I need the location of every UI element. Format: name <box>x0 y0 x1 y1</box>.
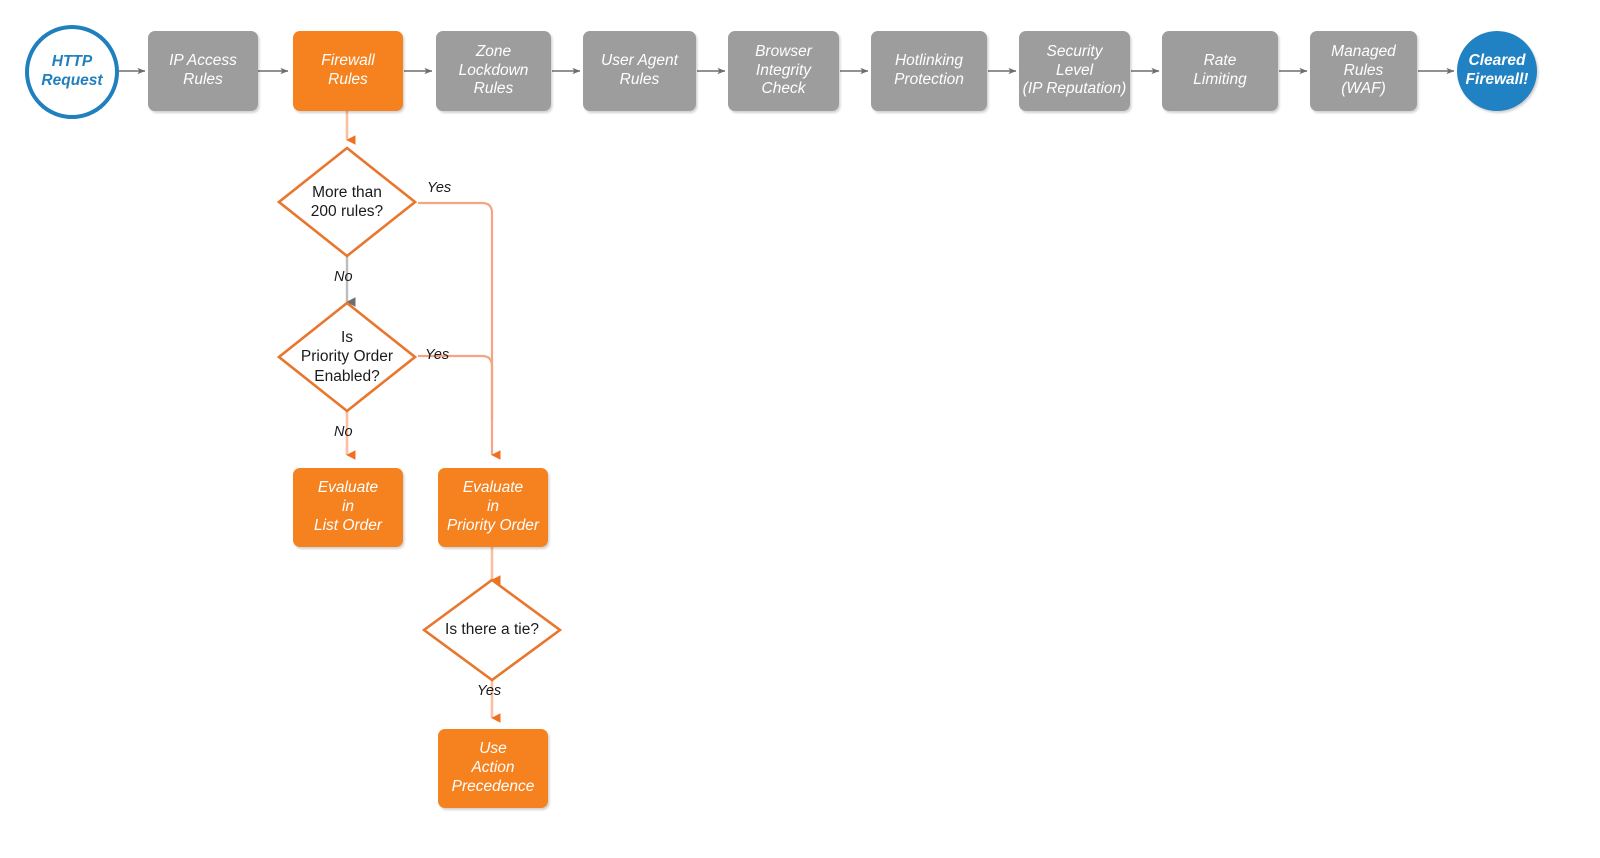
node-label: IP Access Rules <box>169 52 237 88</box>
node-managed-rules-waf[interactable]: Managed Rules (WAF) <box>1310 31 1417 111</box>
edge-label-decision1-no: No <box>334 269 353 285</box>
node-rate-limiting[interactable]: Rate Limiting <box>1162 31 1278 111</box>
node-http-request[interactable]: HTTP Request <box>25 25 119 119</box>
diamond-shape <box>277 301 417 413</box>
node-label: User Agent Rules <box>601 52 678 88</box>
node-label: Use Action Precedence <box>451 740 535 795</box>
edge-label-decision2-no: No <box>334 424 353 440</box>
node-label: Firewall Rules <box>321 52 375 88</box>
edge-decision2-yes <box>418 354 494 420</box>
node-security-level[interactable]: Security Level (IP Reputation) <box>1019 31 1130 111</box>
node-hotlinking-protection[interactable]: Hotlinking Protection <box>871 31 987 111</box>
node-more-than-200-rules[interactable]: More than 200 rules? <box>277 146 417 258</box>
node-label: Is there a tie? <box>445 621 539 639</box>
edge-decision1-yes <box>418 201 501 460</box>
diamond-shape <box>422 578 562 682</box>
node-label: Hotlinking Protection <box>894 52 964 88</box>
node-use-action-precedence[interactable]: Use Action Precedence <box>438 729 548 808</box>
node-browser-integrity-check[interactable]: Browser Integrity Check <box>728 31 839 111</box>
edge-label-decision1-yes: Yes <box>427 180 452 196</box>
node-is-there-a-tie[interactable]: Is there a tie? <box>422 578 562 682</box>
node-ip-access-rules[interactable]: IP Access Rules <box>148 31 258 111</box>
node-label: Rate Limiting <box>1193 52 1247 88</box>
node-label: Zone Lockdown Rules <box>458 42 529 98</box>
node-label: More than 200 rules? <box>310 183 384 220</box>
node-zone-lockdown-rules[interactable]: Zone Lockdown Rules <box>436 31 551 111</box>
node-label: Cleared Firewall! <box>1465 52 1529 88</box>
node-label: Managed Rules (WAF) <box>1331 42 1396 98</box>
node-label: Evaluate in List Order <box>313 479 383 534</box>
node-user-agent-rules[interactable]: User Agent Rules <box>583 31 696 111</box>
node-label: HTTP Request <box>41 53 103 89</box>
node-cleared-firewall[interactable]: Cleared Firewall! <box>1457 31 1537 111</box>
edge-label-tie-yes: Yes <box>477 683 502 699</box>
node-is-priority-order-enabled[interactable]: Is Priority Order Enabled? <box>277 301 417 413</box>
node-evaluate-in-priority-order[interactable]: Evaluate in Priority Order <box>438 468 548 547</box>
node-firewall-rules[interactable]: Firewall Rules <box>293 31 403 111</box>
edge-label-decision2-yes: Yes <box>425 347 450 363</box>
node-label: Browser Integrity Check <box>755 42 812 98</box>
node-label: Security Level (IP Reputation) <box>1022 42 1127 98</box>
node-label: Is Priority Order Enabled? <box>300 329 394 385</box>
node-label: Evaluate in Priority Order <box>446 479 540 534</box>
node-evaluate-in-list-order[interactable]: Evaluate in List Order <box>293 468 403 547</box>
diamond-shape <box>277 146 417 258</box>
